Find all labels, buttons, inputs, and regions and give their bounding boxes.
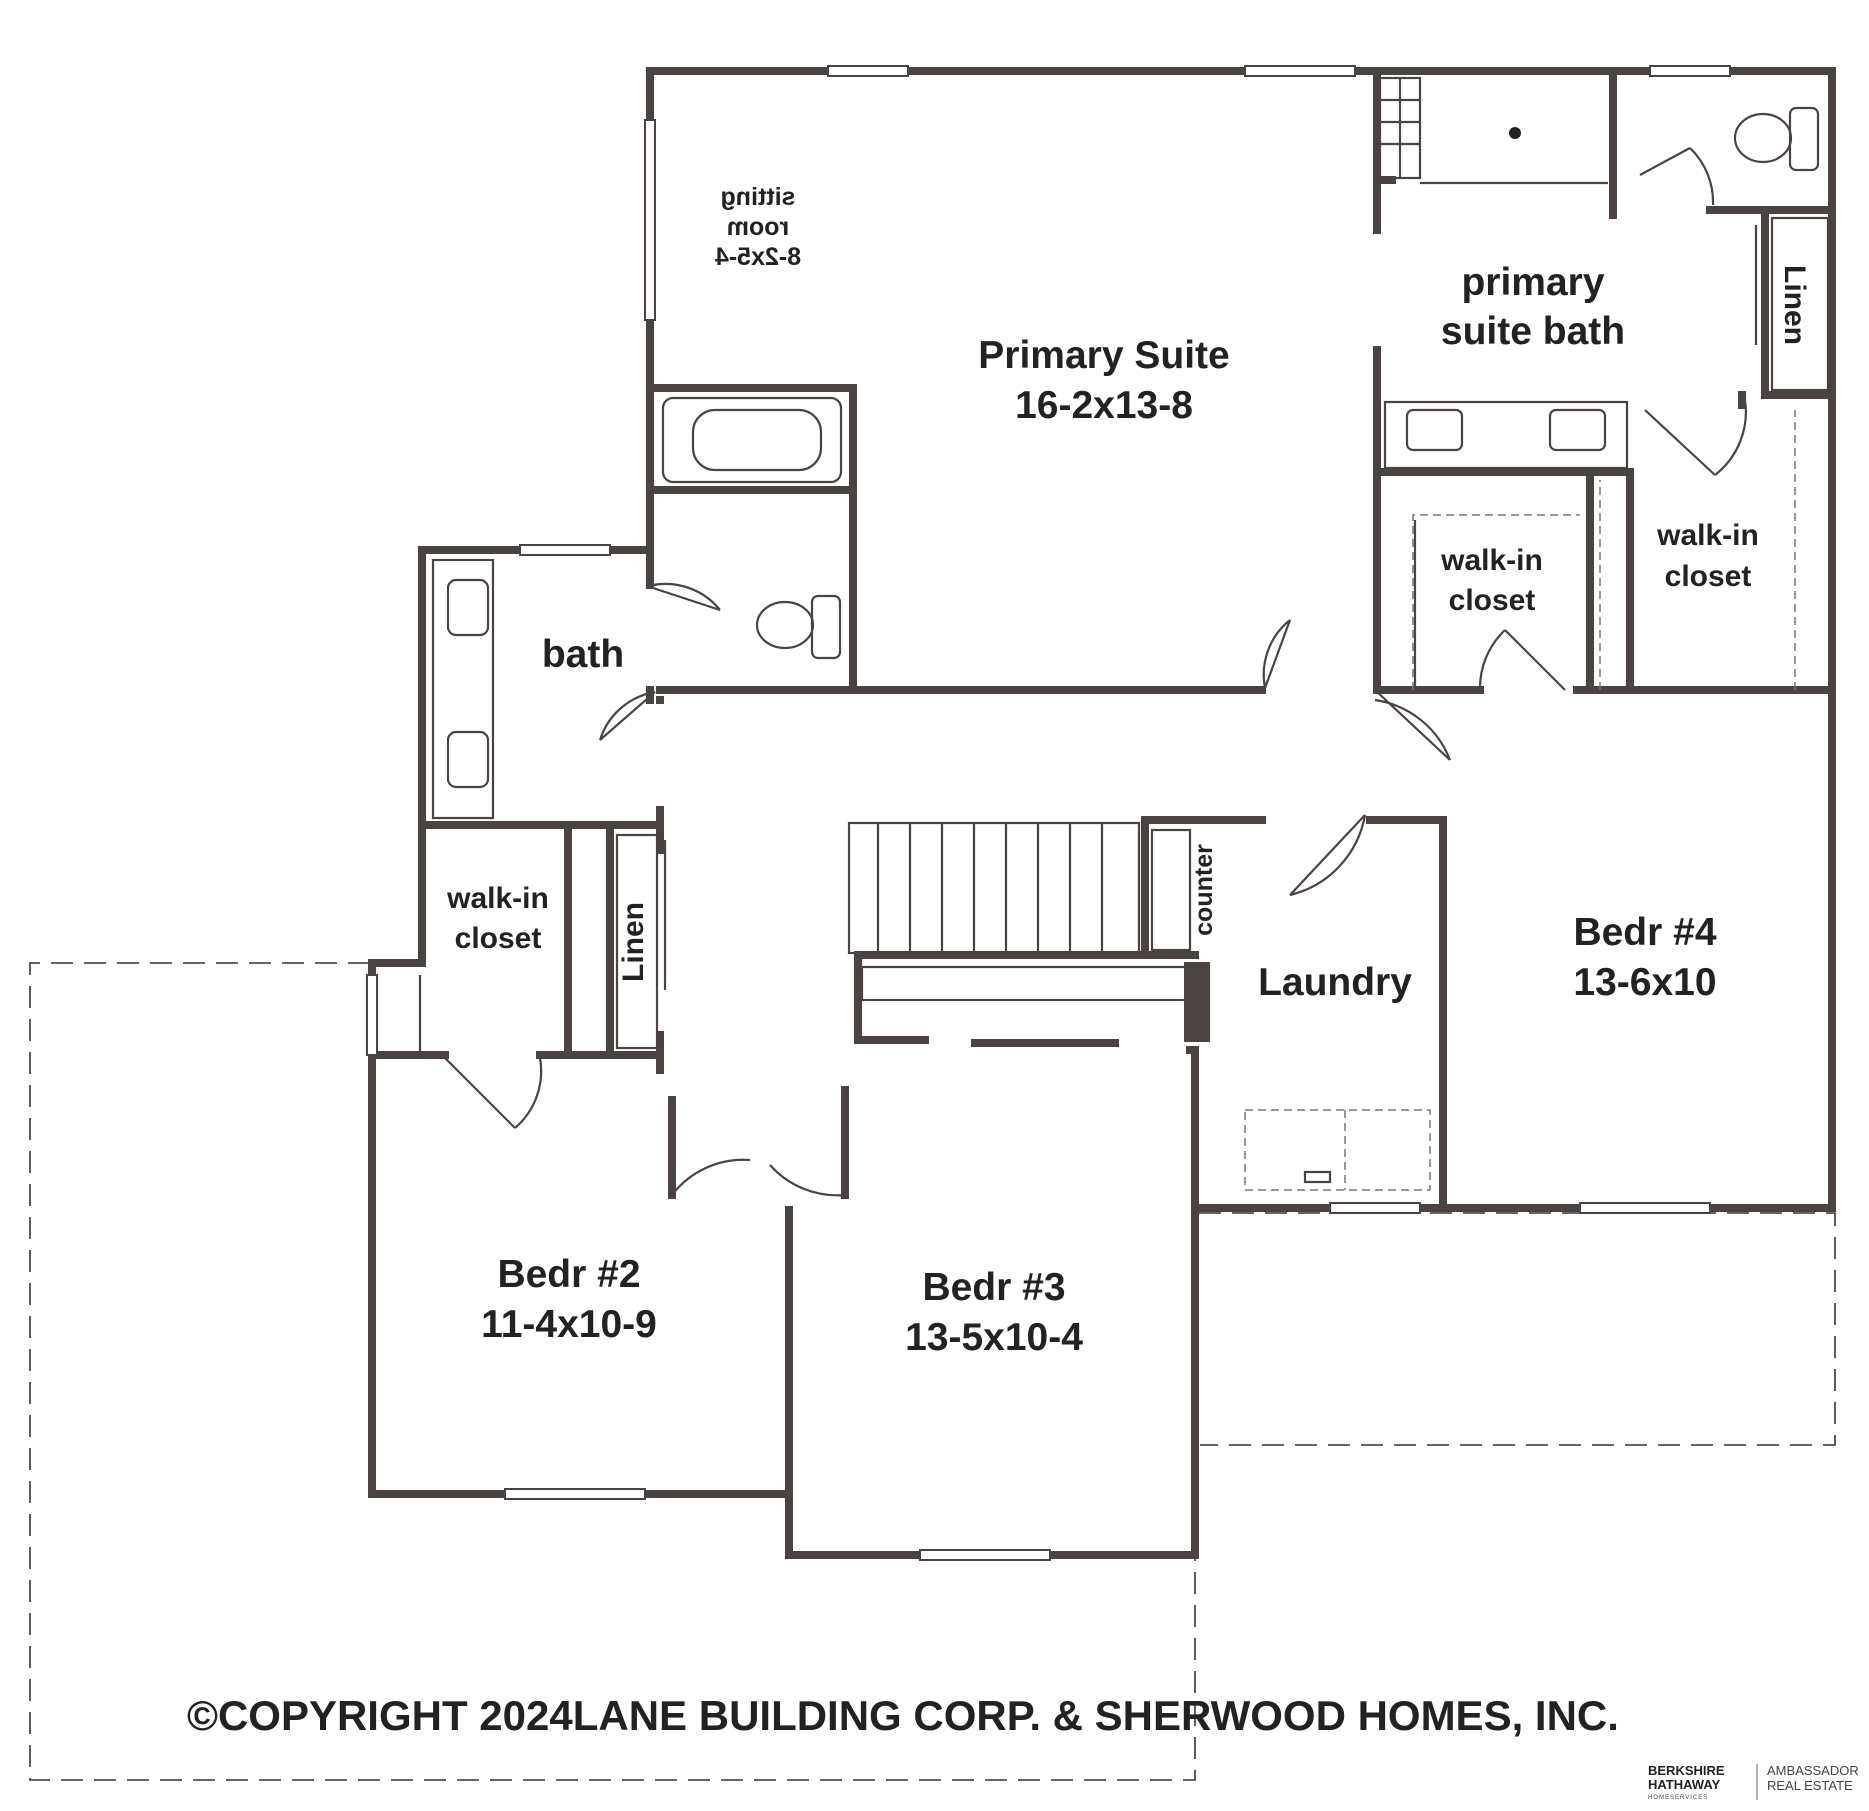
bedr3-dims: 13-5x10-4 <box>905 1316 1083 1359</box>
bedr4-name: Bedr #4 <box>1573 911 1716 954</box>
lower-level-outline <box>29 962 1836 1781</box>
primary-suite-name: Primary Suite <box>978 334 1229 377</box>
sitting-room-line2: room <box>727 213 790 241</box>
primary-bath-line2: suite bath <box>1441 310 1625 353</box>
logo-brand-line3: HOMESERVICES <box>1648 1795 1708 1801</box>
bedr2-name: Bedr #2 <box>497 1253 640 1296</box>
brokerage-logo: BERKSHIRE HATHAWAY HOMESERVICES AMBASSAD… <box>1648 1763 1859 1801</box>
bedr4-dims: 13-6x10 <box>1573 961 1716 1004</box>
walkin-left-line2: closet <box>455 922 542 955</box>
windows <box>366 65 1731 1561</box>
sitting-room-dims: 8-2x5-4 <box>715 243 801 271</box>
bedr2-dims: 11-4x10-9 <box>481 1303 657 1346</box>
logo-brand-line2: HATHAWAY <box>1648 1777 1721 1792</box>
walkin-right-line2: closet <box>1665 560 1752 593</box>
walkin-center-line2: closet <box>1449 584 1536 617</box>
bath-label: bath <box>542 633 624 676</box>
primary-suite-dims: 16-2x13-8 <box>1015 384 1193 427</box>
doors <box>444 147 1747 1197</box>
primary-bath-line1: primary <box>1461 261 1604 304</box>
logo-agency-line1: AMBASSADOR <box>1767 1763 1859 1778</box>
fixtures <box>418 76 1830 1191</box>
copyright-notice: ©COPYRIGHT 2024LANE BUILDING CORP. & SHE… <box>187 1692 1619 1739</box>
bedr3-name: Bedr #3 <box>922 1266 1065 1309</box>
sitting-room-line1: sitting <box>721 183 796 211</box>
stairs <box>847 821 1210 1042</box>
sitting-room-label: sitting room 8-2x5-4 <box>715 183 801 271</box>
room-labels: sitting room 8-2x5-4 Primary Suite 16-2x… <box>446 183 1811 1359</box>
linen-left-label: Linen <box>617 902 650 982</box>
walkin-left-line1: walk-in <box>446 882 549 915</box>
laundry-label: Laundry <box>1258 961 1412 1004</box>
logo-brand-line1: BERKSHIRE <box>1648 1763 1725 1778</box>
walkin-center-line1: walk-in <box>1440 544 1543 577</box>
walkin-right-line1: walk-in <box>1656 519 1759 552</box>
linen-right-label: Linen <box>1778 265 1811 345</box>
counter-label: counter <box>1190 844 1218 936</box>
logo-agency-line2: REAL ESTATE <box>1767 1778 1853 1793</box>
